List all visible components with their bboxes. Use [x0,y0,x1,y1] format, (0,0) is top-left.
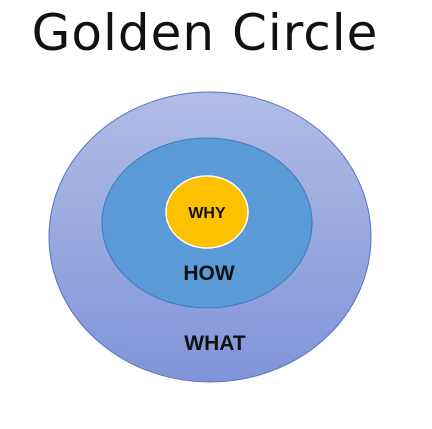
label-what: WHAT [184,332,246,355]
inner-circle-why [165,175,249,249]
diagram-title: Golden Circle [31,4,379,62]
label-how: HOW [183,262,235,285]
label-why: WHY [188,205,226,222]
